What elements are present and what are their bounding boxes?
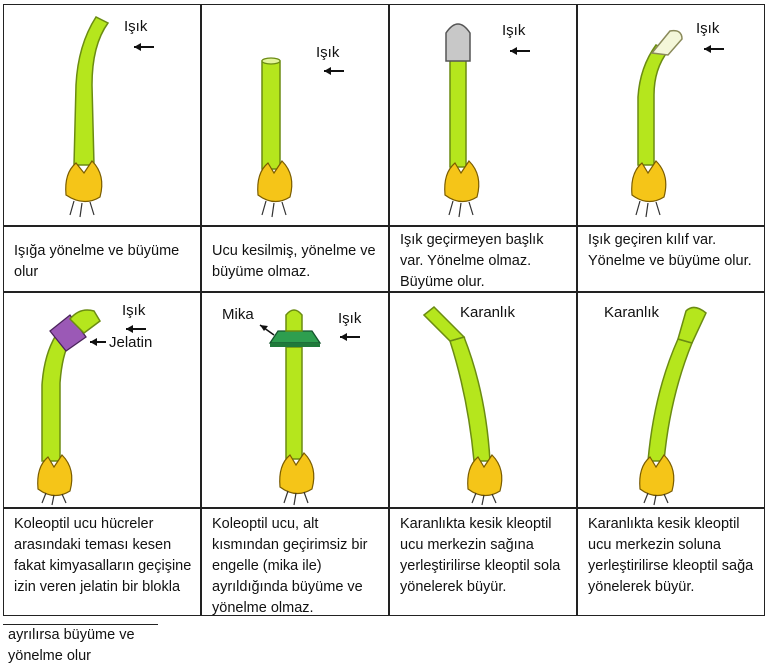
seed	[257, 160, 293, 203]
panel-3-illustration: Işık	[389, 4, 577, 226]
gelatin-label: Jelatin	[109, 334, 152, 351]
caption-3: Işık geçirmeyen başlık var. Yönelme olma…	[389, 226, 577, 292]
coleoptile-tip	[285, 309, 303, 332]
panel-7-illustration: Karanlık	[389, 292, 577, 508]
panel-2-illustration: Işık	[201, 4, 389, 226]
seed	[444, 160, 480, 203]
continuation-rule	[3, 624, 158, 625]
light-label: Işık	[696, 20, 720, 37]
caption-7: Karanlıkta kesik kleoptil ucu merkezin s…	[389, 508, 577, 616]
bent-coleoptile	[73, 16, 110, 166]
opaque-cap	[445, 23, 471, 62]
caption-5: Koleoptil ucu hücreler arasındaki teması…	[3, 508, 201, 616]
caption-4: Işık geçiren kılıf var. Yönelme ve büyüm…	[577, 226, 765, 292]
seed	[631, 160, 667, 203]
offset-tip	[677, 306, 707, 344]
light-label: Işık	[124, 18, 148, 35]
caption-1: Işığa yönelme ve büyüme olur	[3, 226, 201, 292]
light-label: Işık	[502, 22, 526, 39]
light-label: Işık	[122, 302, 146, 319]
light-label: Işık	[338, 310, 362, 327]
panel-5-illustration: Işık Jelatin	[3, 292, 201, 508]
offset-tip	[422, 305, 466, 342]
panel-8-illustration: Karanlık	[577, 292, 765, 508]
bent-coleoptile	[449, 336, 491, 462]
bent-coleoptile	[637, 44, 670, 166]
caption-6: Koleoptil ucu, alt kısmından geçirimsiz …	[201, 508, 389, 616]
mica-label: Mika	[222, 306, 254, 323]
experiment-grid: Işık Işık Işık	[3, 4, 765, 616]
caption-5-continuation: ayrılırsa büyüme ve yönelme olur	[8, 627, 135, 664]
caption-8: Karanlıkta kesik kleoptil ucu merkezin s…	[577, 508, 765, 616]
panel-4-illustration: Işık	[577, 4, 765, 226]
bent-coleoptile	[647, 338, 694, 462]
coleoptile	[449, 58, 467, 168]
seed	[279, 452, 315, 495]
seed	[639, 454, 675, 497]
gelatin-block	[49, 314, 87, 352]
mica-barrier	[268, 330, 322, 344]
seed	[37, 454, 73, 497]
cut-coleoptile	[261, 60, 281, 170]
seed	[467, 454, 503, 497]
light-label: Işık	[316, 44, 340, 61]
caption-2: Ucu kesilmiş, yönelme ve büyüme olmaz.	[201, 226, 389, 292]
coleoptile-tip	[68, 309, 101, 334]
coleoptile	[285, 346, 303, 460]
bent-coleoptile	[41, 334, 72, 462]
transparent-sheath	[650, 29, 683, 56]
panel-6-illustration: Mika Işık	[201, 292, 389, 508]
panel-1-illustration: Işık	[3, 4, 201, 226]
dark-label: Karanlık	[604, 304, 660, 321]
dark-label: Karanlık	[460, 304, 516, 321]
seed	[65, 160, 103, 203]
